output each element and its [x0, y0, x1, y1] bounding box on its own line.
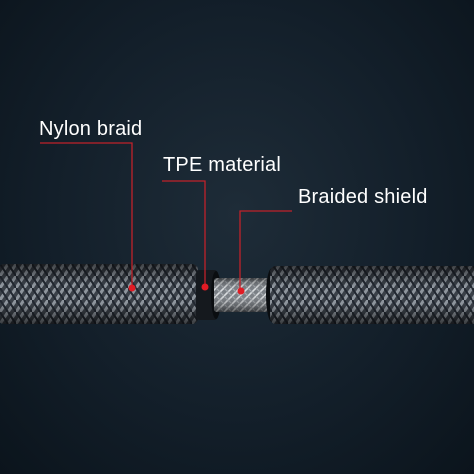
braided-shield-segment [214, 278, 272, 312]
nylon-braid-segment-right [266, 266, 474, 324]
nylon-braid-segment-left [0, 264, 198, 324]
leader-line-tpe-material [162, 180, 206, 286]
leader-line-braided-shield [239, 210, 292, 290]
label-nylon-braid: Nylon braid [39, 118, 143, 140]
marker-dot-tpe-material [201, 283, 209, 291]
leader-line-nylon-braid [40, 142, 133, 287]
marker-dot-braided-shield [237, 287, 245, 295]
marker-dot-nylon-braid [128, 284, 136, 292]
label-tpe-material: TPE material [163, 154, 281, 176]
label-braided-shield: Braided shield [298, 186, 428, 208]
leader-lines [40, 142, 292, 290]
